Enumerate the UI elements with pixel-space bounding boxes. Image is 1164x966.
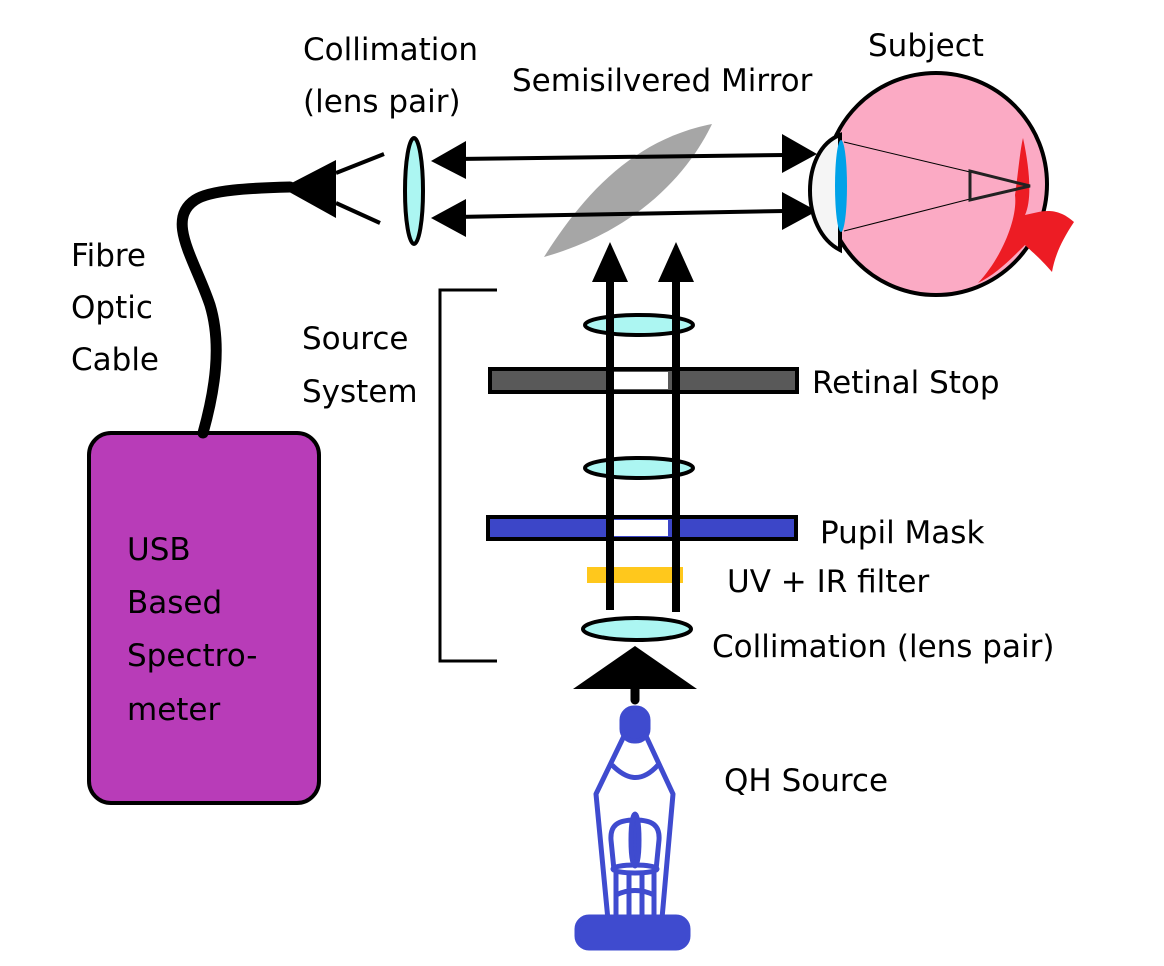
optic-nerve (978, 138, 1074, 283)
retinal-stop-aperture (612, 372, 668, 389)
fibre-input-cone (282, 160, 336, 218)
qh-source-label: QH Source (724, 763, 888, 799)
beam-arrow-bottom (431, 192, 817, 237)
fibre-label-2: Optic (71, 290, 153, 326)
spectrometer-label-3: Spectro- (127, 638, 257, 674)
subject-label: Subject (868, 28, 984, 64)
fibre-label-3: Cable (71, 342, 159, 378)
arrowhead-right-icon (782, 134, 817, 173)
spectrometer-label-4: meter (127, 692, 220, 728)
uv-ir-filter-label: UV + IR filter (727, 564, 929, 600)
fibre-label-1: Fibre (71, 238, 146, 274)
semisilvered-mirror (544, 124, 712, 257)
pupil-mask-aperture (612, 520, 668, 536)
eyeball (823, 71, 1049, 297)
cone-ray-top (335, 152, 385, 175)
cone-ray-bottom (335, 201, 381, 225)
collimation-lens-bottom (581, 616, 693, 642)
arrowhead-right-icon (782, 192, 817, 230)
source-system-label-2: System (302, 374, 418, 410)
arrowhead-up-icon (592, 242, 628, 282)
qh-lamp-icon (574, 705, 691, 951)
uv-ir-filter (587, 567, 683, 583)
source-system-bracket (438, 288, 497, 663)
pupil-mask-label: Pupil Mask (820, 515, 984, 551)
source-system-label-1: Source (302, 321, 408, 357)
source-cone (573, 646, 697, 689)
spectrometer-label-2: Based (127, 585, 222, 621)
arrowhead-up-icon (658, 242, 694, 282)
mirror-label: Semisilvered Mirror (512, 63, 813, 99)
arrowhead-left-icon (431, 141, 466, 179)
arrowhead-left-icon (431, 199, 466, 237)
spectrometer: USB Based Spectro- meter (87, 431, 321, 805)
collimation-top-label-1: Collimation (303, 32, 478, 68)
spectrometer-label-1: USB (127, 532, 191, 568)
eye-lens (835, 140, 847, 232)
eye-ray-bottom (843, 198, 971, 232)
collimation-top-label-2: (lens pair) (303, 84, 461, 120)
retinal-stop-label: Retinal Stop (812, 365, 1000, 401)
cornea (808, 132, 842, 254)
beam-arrow-top (431, 134, 817, 179)
collimation-bottom-label: Collimation (lens pair) (712, 629, 1054, 665)
subject-eye (808, 71, 1074, 297)
fibre-optic-cable (176, 181, 296, 439)
collimation-lens-top (403, 136, 425, 246)
retinal-image-triangle (968, 169, 1031, 202)
eye-ray-top (843, 141, 971, 173)
